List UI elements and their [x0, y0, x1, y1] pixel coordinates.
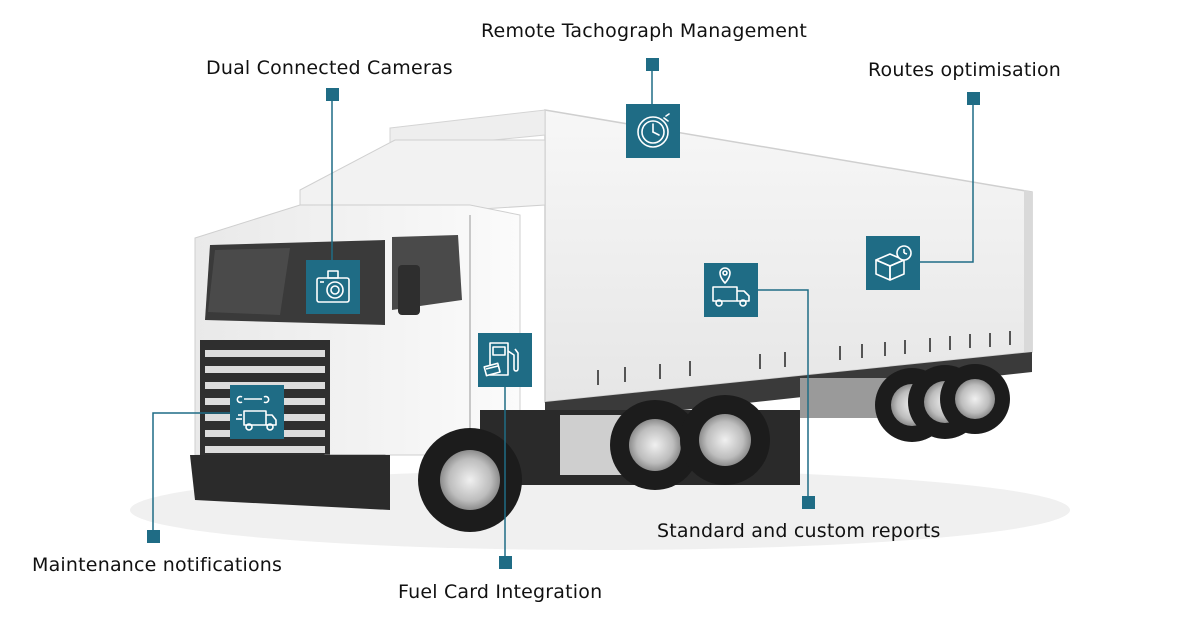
camera-icon	[306, 260, 360, 314]
side-mirror	[398, 265, 420, 315]
wheels	[418, 364, 1010, 532]
cab-roof-fairing	[299, 139, 546, 216]
package-clock-icon	[866, 236, 920, 290]
marker-cameras	[326, 88, 339, 101]
delivery-truck-location-icon	[704, 263, 758, 317]
trailer-rear-edge	[1024, 190, 1032, 354]
truck-wrench-icon	[230, 385, 284, 439]
label-reports: Standard and custom reports	[657, 520, 941, 542]
connector-lines	[152, 70, 974, 560]
label-maintenance: Maintenance notifications	[32, 554, 283, 576]
marker-routes	[967, 92, 980, 105]
label-tachograph: Remote Tachograph Management	[481, 20, 807, 42]
label-fuel: Fuel Card Integration	[398, 581, 603, 603]
stopwatch-icon	[626, 104, 680, 158]
marker-maintenance	[147, 530, 160, 543]
label-routes: Routes optimisation	[868, 59, 1062, 81]
marker-reports	[802, 496, 815, 509]
label-cameras: Dual Connected Cameras	[206, 57, 453, 79]
bumper	[190, 455, 390, 510]
marker-fuel	[499, 556, 512, 569]
trailer-straps	[597, 331, 1011, 385]
fuel-pump-card-icon	[478, 333, 532, 387]
marker-tachograph	[646, 58, 659, 71]
trailer-side	[544, 109, 1033, 403]
